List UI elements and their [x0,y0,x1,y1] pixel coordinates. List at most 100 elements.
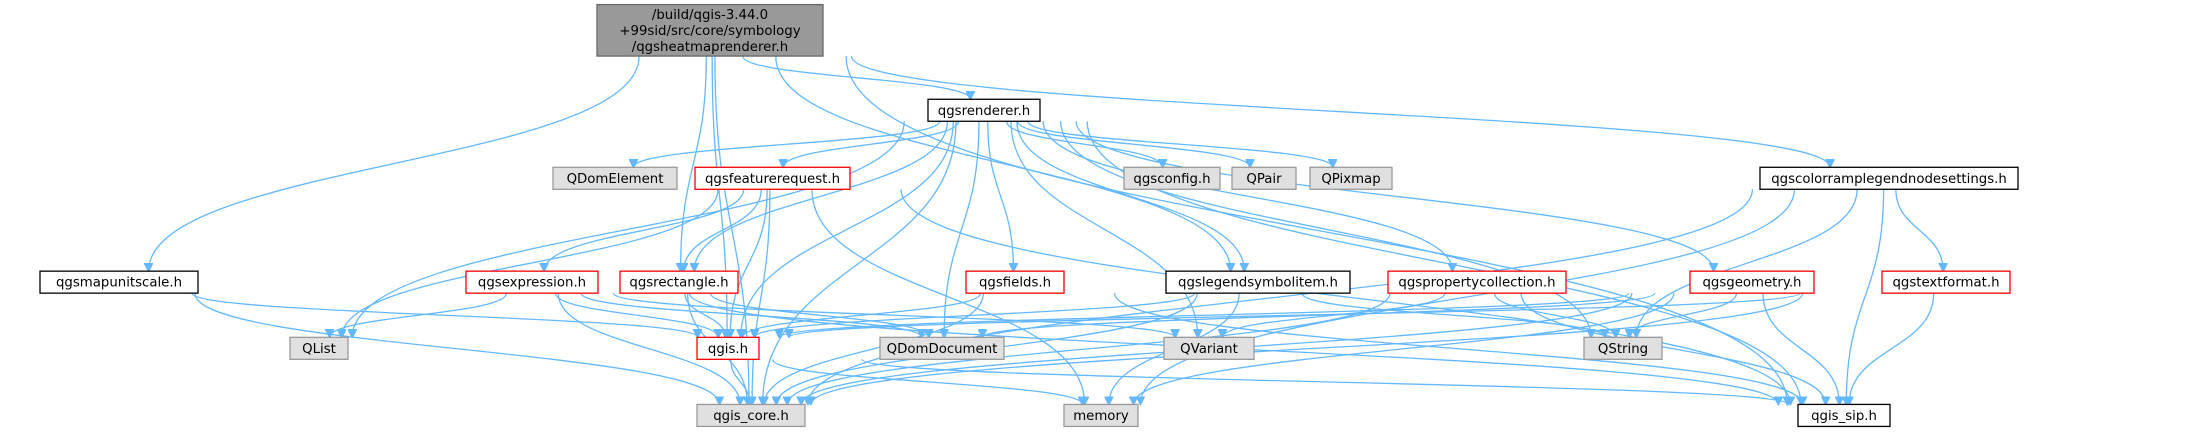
node-box [1165,270,1351,294]
edge-freq-to-rect [684,189,762,271]
edge-rend-to-geom [1075,121,1713,271]
node-label: +99sid/src/core/symbology [619,24,800,39]
node-conf: qgsconfig.h [1123,166,1221,190]
edge-rend-to-fields [987,121,1014,271]
node-label: QPair [1246,172,1282,187]
node-box [465,270,599,294]
node-box [927,98,1041,122]
node-label: QList [302,342,336,357]
node-label: QVariant [1180,342,1238,357]
edge-prop-to-qstr [1493,292,1616,337]
node-rend[interactable]: qgsrenderer.h [927,98,1041,122]
edge-root-to-rect [681,56,707,271]
edge-lsym-to-qstr [1301,292,1605,337]
edge-freq-to-sip [900,189,1790,404]
edge-txt-to-qgis [789,292,1801,337]
node-label: /qgsheatmaprenderer.h [632,40,788,55]
node-label: qgspropertycollection.h [1398,276,1555,291]
node-box [879,336,1005,360]
edge-qgis-to-mem [772,359,1083,404]
node-box [694,166,851,190]
node-box [619,270,739,294]
node-box [1583,336,1663,360]
node-box [1387,270,1567,294]
edge-cramp-to-sip [1846,189,1885,404]
node-label: qgsrectangle.h [629,276,728,291]
node-label: qgsrenderer.h [938,104,1030,119]
node-label: qgis_sip.h [1811,409,1877,424]
edge-geom-to-mem [1134,293,1675,404]
edge-freq-to-expr [544,189,745,271]
edge-qgis-to-core [730,359,750,404]
node-root[interactable]: /build/qgis-3.44.0+99sid/src/core/symbol… [596,3,824,57]
edge-rend-to-freq [783,121,960,167]
edge-geom-to-sip [1762,293,1839,404]
node-label: qgslegendsymbolitem.h [1178,276,1338,291]
node-core: qgis_core.h [696,403,806,428]
node-box [596,3,824,57]
edge-mapu-to-core [194,293,720,404]
node-box [965,270,1065,294]
node-qlist: QList [289,336,349,360]
edge-root-to-cramp [850,55,1830,167]
node-box [696,403,806,428]
node-label: QString [1598,342,1648,357]
node-freq[interactable]: qgsfeaturerequest.h [694,166,851,190]
node-sip[interactable]: qgis_sip.h [1797,403,1891,428]
edge-rend-to-prop [1042,121,1452,271]
edge-qgis-to-sip [861,358,1788,404]
node-mapu[interactable]: qgsmapunitscale.h [39,270,199,294]
node-qpix: QPixmap [1309,166,1393,190]
edge-rend-to-rect [694,121,949,271]
node-qgis[interactable]: qgis.h [696,336,760,360]
node-mem: memory [1063,403,1139,428]
edge-rend-to-lsym [1016,121,1244,271]
node-label: qgsfeaturerequest.h [705,172,840,187]
node-qvar: QVariant [1163,336,1255,360]
node-cramp[interactable]: qgscolorramplegendnodesettings.h [1759,166,2019,190]
node-geom[interactable]: qgsgeometry.h [1689,270,1815,294]
edge-rect-to-qdomd [709,292,929,337]
node-label: qgsgeometry.h [1702,276,1801,291]
edge-txt-to-sip [1849,293,1935,404]
edge-layer [149,55,1944,404]
node-box [1231,166,1297,190]
node-prop[interactable]: qgspropertycollection.h [1387,270,1567,294]
edge-rend-to-qdomd [944,121,980,337]
edge-cramp-to-core [808,189,1754,404]
edge-rect-to-qgis [684,293,726,337]
node-label: QDomElement [567,172,664,187]
edge-root-to-qgis [711,56,727,337]
node-box [39,270,199,294]
edge-fields-to-core [764,293,984,404]
node-qdome: QDomElement [552,166,678,190]
node-label: /build/qgis-3.44.0 [652,8,768,23]
edge-rend-to-qvar [1010,121,1198,337]
edge-cramp-to-qstr [1636,189,1858,337]
node-txt[interactable]: qgstextformat.h [1881,270,2011,294]
node-box [1759,166,2019,190]
node-label: qgsmapunitscale.h [56,276,182,291]
node-label: memory [1073,409,1129,424]
edge-rend-to-sip [1086,121,1801,404]
edge-rend-to-conf [1005,121,1163,167]
edge-root-to-lsym [775,56,1231,271]
node-expr[interactable]: qgsexpression.h [465,270,599,294]
edge-freq-to-qlist [342,189,719,337]
edge-root-to-rend [742,55,970,99]
edge-expr-to-qvar [612,292,1175,337]
node-label: QPixmap [1321,172,1380,187]
node-label: qgsexpression.h [478,276,586,291]
node-box [1309,166,1393,190]
edge-rend-to-qlist [352,121,905,337]
edge-geom-to-qgis [779,292,1630,337]
node-box [289,336,349,360]
node-fields[interactable]: qgsfields.h [965,270,1065,294]
node-rect[interactable]: qgsrectangle.h [619,270,739,294]
node-layer: /build/qgis-3.44.0+99sid/src/core/symbol… [39,3,2019,428]
node-lsym[interactable]: qgslegendsymbolitem.h [1165,270,1351,294]
edge-txt-to-core [811,293,1804,404]
edge-rend-to-qpair [1016,120,1250,167]
edge-rend-to-qpix [1027,120,1333,167]
